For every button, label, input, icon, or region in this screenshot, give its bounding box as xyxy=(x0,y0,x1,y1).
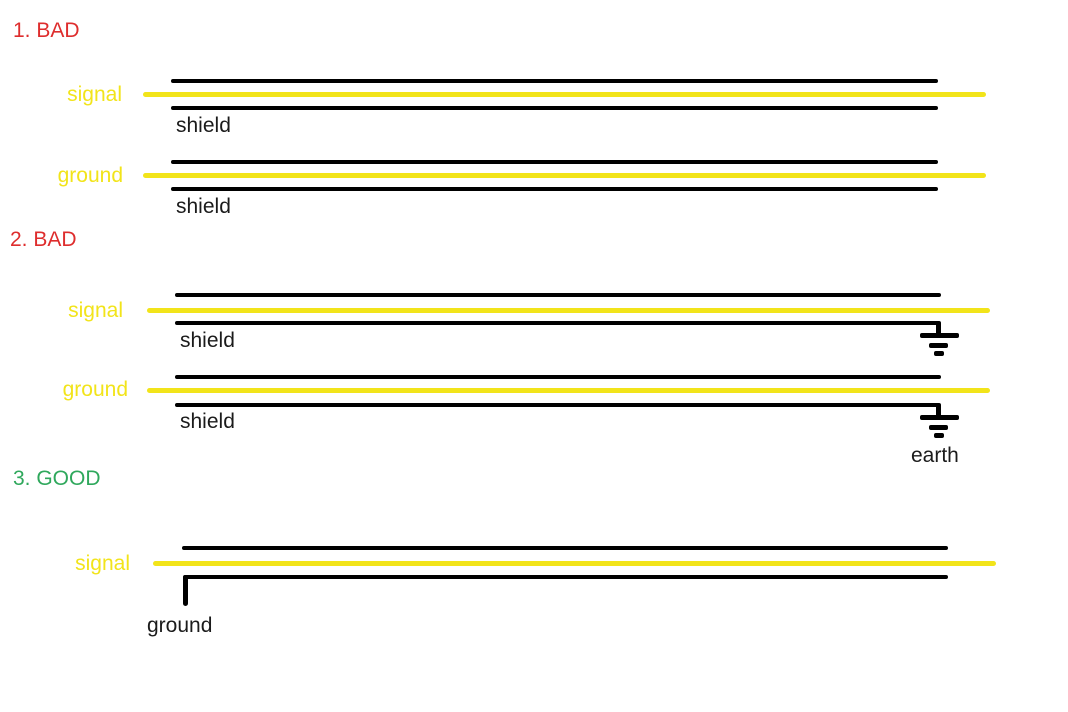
shield-bottom-wire xyxy=(175,321,940,325)
earth-bar-medium xyxy=(929,425,948,430)
earth-ground-symbol xyxy=(918,320,962,362)
ground-label: ground xyxy=(147,614,213,637)
shield-top-wire xyxy=(182,546,948,550)
shield-top-wire xyxy=(175,375,941,379)
shield-bottom-wire xyxy=(171,187,938,191)
signal-label: signal xyxy=(75,552,130,575)
earth-bar-short xyxy=(934,351,944,356)
earth-bar-short xyxy=(934,433,944,438)
earth-label: earth xyxy=(911,444,959,467)
shield-label: shield xyxy=(180,329,235,352)
ground-label: ground xyxy=(62,378,128,401)
shield-bottom-wire xyxy=(183,575,948,579)
signal-label: signal xyxy=(68,299,123,322)
section-2-heading: 2. BAD xyxy=(10,228,77,251)
ground-label: ground xyxy=(57,164,123,187)
shield-bottom-wire xyxy=(175,403,940,407)
signal-wire xyxy=(147,308,990,313)
ground-wire xyxy=(147,388,990,393)
ground-wire xyxy=(143,173,986,178)
shield-top-wire xyxy=(175,293,941,297)
ground-drop-wire xyxy=(183,575,188,606)
earth-bar-long xyxy=(920,415,959,420)
shield-top-wire xyxy=(171,79,938,83)
shield-label: shield xyxy=(180,410,235,433)
section-1-heading: 1. BAD xyxy=(13,19,80,42)
shield-label: shield xyxy=(176,195,231,218)
earth-bar-medium xyxy=(929,343,948,348)
signal-wire xyxy=(143,92,986,97)
shield-top-wire xyxy=(171,160,938,164)
earth-stub xyxy=(936,403,941,419)
earth-ground-symbol xyxy=(918,402,962,444)
signal-wire xyxy=(153,561,996,566)
earth-bar-long xyxy=(920,333,959,338)
section-3-heading: 3. GOOD xyxy=(13,467,101,490)
earth-stub xyxy=(936,321,941,337)
signal-label: signal xyxy=(67,83,122,106)
shield-label: shield xyxy=(176,114,231,137)
shield-bottom-wire xyxy=(171,106,938,110)
